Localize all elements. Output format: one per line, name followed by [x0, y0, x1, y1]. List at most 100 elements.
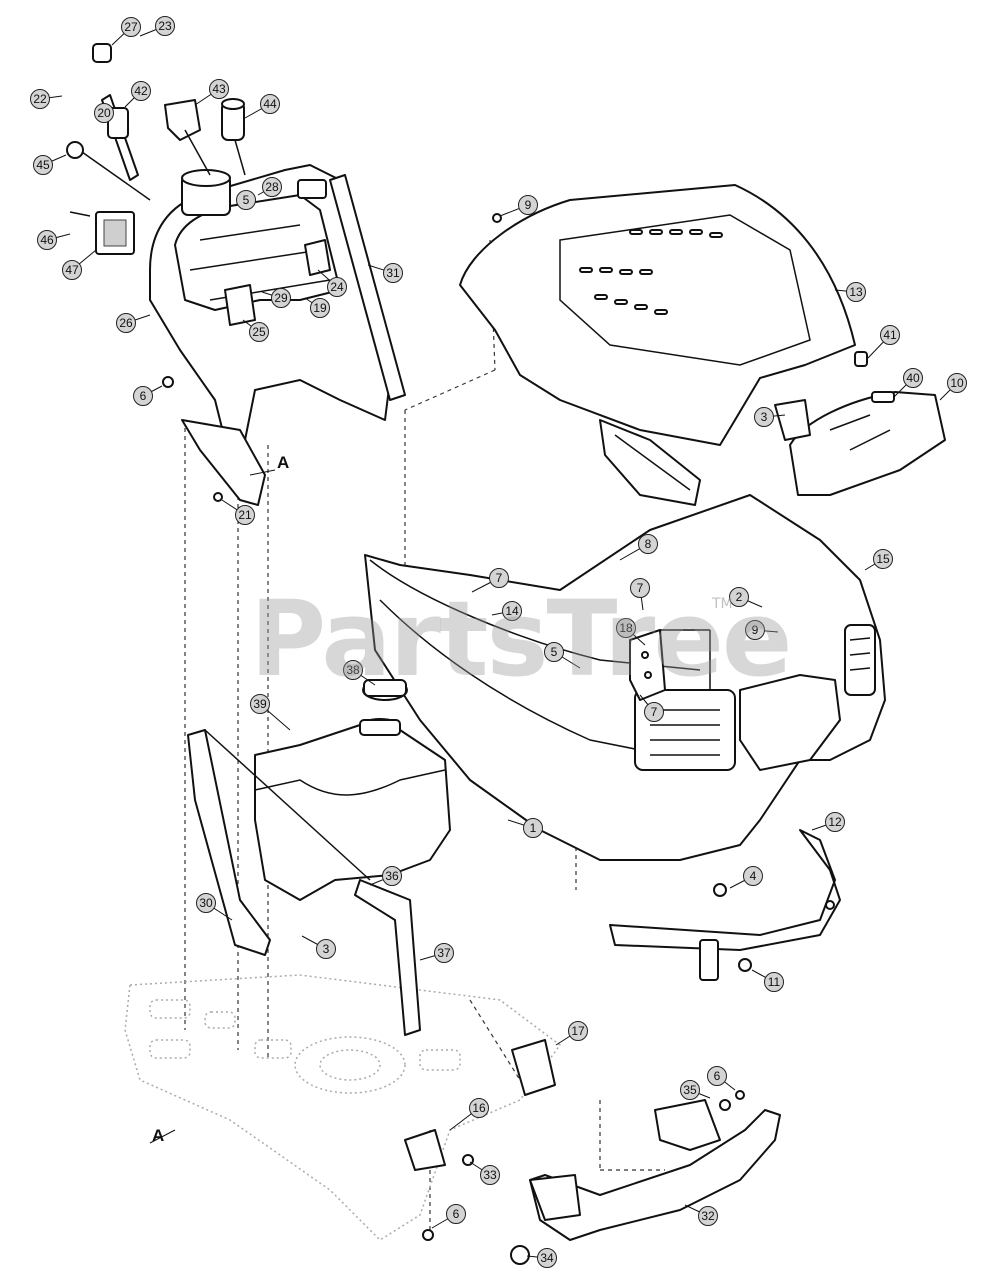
callout-circle — [903, 368, 923, 388]
callout-circle — [235, 505, 255, 525]
part-callout-38[interactable]: 38 — [343, 660, 363, 680]
callout-number: 40 — [906, 371, 920, 385]
part-callout-21[interactable]: 21 — [235, 505, 255, 525]
part-callout-18[interactable]: 18 — [616, 618, 636, 638]
callout-number: 3 — [761, 410, 768, 424]
part-callout-44[interactable]: 44 — [260, 94, 280, 114]
part-callout-19[interactable]: 19 — [310, 298, 330, 318]
part-callout-12[interactable]: 12 — [825, 812, 845, 832]
callout-circle — [489, 568, 509, 588]
callout-circle — [446, 1204, 466, 1224]
part-callout-9[interactable]: 9 — [745, 620, 765, 640]
part-callout-3[interactable]: 3 — [754, 407, 774, 427]
callout-circle — [480, 1165, 500, 1185]
callout-number: 7 — [637, 581, 644, 595]
callout-number: 22 — [33, 92, 47, 106]
part-callout-26[interactable]: 26 — [116, 313, 136, 333]
part-callout-2[interactable]: 2 — [729, 587, 749, 607]
callout-number: 27 — [124, 20, 138, 34]
part-callout-28[interactable]: 28 — [262, 177, 282, 197]
callout-circle — [260, 94, 280, 114]
callout-number: 29 — [274, 291, 288, 305]
part-callout-46[interactable]: 46 — [37, 230, 57, 250]
ref-a-top: A — [277, 453, 289, 472]
callout-circle — [343, 660, 363, 680]
part-callout-30[interactable]: 30 — [196, 893, 216, 913]
part-callout-47[interactable]: 47 — [62, 260, 82, 280]
part-callout-39[interactable]: 39 — [250, 694, 270, 714]
callout-number: 20 — [97, 106, 111, 120]
part-callout-35[interactable]: 35 — [680, 1080, 700, 1100]
callout-circle — [33, 155, 53, 175]
part-callout-6[interactable]: 6 — [133, 386, 153, 406]
callout-circle — [209, 79, 229, 99]
callout-number: 14 — [505, 604, 519, 618]
part-callout-3[interactable]: 3 — [316, 939, 336, 959]
part-callout-36[interactable]: 36 — [382, 866, 402, 886]
ref-a-bottom: A — [152, 1126, 164, 1145]
callout-circle — [754, 407, 774, 427]
callout-circle — [196, 893, 216, 913]
part-callout-25[interactable]: 25 — [249, 322, 269, 342]
part-callout-7[interactable]: 7 — [489, 568, 509, 588]
part-callout-22[interactable]: 22 — [30, 89, 50, 109]
callout-circle — [316, 939, 336, 959]
part-callout-13[interactable]: 13 — [846, 282, 866, 302]
callout-number: 23 — [158, 19, 172, 33]
callout-circle — [873, 549, 893, 569]
part-callout-16[interactable]: 16 — [469, 1098, 489, 1118]
callout-number: 9 — [752, 623, 759, 637]
part-callout-4[interactable]: 4 — [743, 866, 763, 886]
callout-circle — [745, 620, 765, 640]
callout-number: 24 — [330, 280, 344, 294]
callout-circle — [544, 642, 564, 662]
part-callout-7[interactable]: 7 — [630, 578, 650, 598]
callout-circle — [327, 277, 347, 297]
callout-number: 37 — [437, 946, 451, 960]
part-callout-32[interactable]: 32 — [698, 1206, 718, 1226]
callout-number: 16 — [472, 1101, 486, 1115]
part-callout-27[interactable]: 27 — [121, 17, 141, 37]
part-callout-23[interactable]: 23 — [155, 16, 175, 36]
part-callout-31[interactable]: 31 — [383, 263, 403, 283]
headlight-lens — [774, 351, 946, 496]
part-callout-15[interactable]: 15 — [873, 549, 893, 569]
part-callout-11[interactable]: 11 — [764, 972, 784, 992]
callout-circle — [94, 103, 114, 123]
callout-number: 26 — [119, 316, 133, 330]
part-callout-41[interactable]: 41 — [880, 325, 900, 345]
part-callout-24[interactable]: 24 — [327, 277, 347, 297]
callout-circle — [680, 1080, 700, 1100]
part-callout-5[interactable]: 5 — [544, 642, 564, 662]
callout-number: 5 — [551, 645, 558, 659]
callout-circle — [121, 17, 141, 37]
part-callout-6[interactable]: 6 — [446, 1204, 466, 1224]
part-callout-10[interactable]: 10 — [947, 373, 967, 393]
part-callout-1[interactable]: 1 — [523, 818, 543, 838]
part-callout-8[interactable]: 8 — [638, 534, 658, 554]
part-callout-5[interactable]: 5 — [236, 190, 256, 210]
part-callout-29[interactable]: 29 — [271, 288, 291, 308]
part-callout-7[interactable]: 7 — [644, 702, 664, 722]
callout-circle — [469, 1098, 489, 1118]
part-callout-14[interactable]: 14 — [502, 601, 522, 621]
callout-number: 43 — [212, 82, 226, 96]
callout-number: 5 — [243, 193, 250, 207]
part-callout-17[interactable]: 17 — [568, 1021, 588, 1041]
callout-circle — [537, 1248, 557, 1268]
part-callout-9[interactable]: 9 — [518, 195, 538, 215]
part-callout-45[interactable]: 45 — [33, 155, 53, 175]
part-callout-33[interactable]: 33 — [480, 1165, 500, 1185]
callout-number: 18 — [619, 621, 633, 635]
callout-number: 34 — [540, 1251, 554, 1265]
part-callout-20[interactable]: 20 — [94, 103, 114, 123]
part-callout-37[interactable]: 37 — [434, 943, 454, 963]
part-callout-42[interactable]: 42 — [131, 81, 151, 101]
part-callout-34[interactable]: 34 — [537, 1248, 557, 1268]
callout-number: 35 — [683, 1083, 697, 1097]
part-callout-6[interactable]: 6 — [707, 1066, 727, 1086]
part-callout-43[interactable]: 43 — [209, 79, 229, 99]
part-callout-40[interactable]: 40 — [903, 368, 923, 388]
callout-number: 31 — [386, 266, 400, 280]
